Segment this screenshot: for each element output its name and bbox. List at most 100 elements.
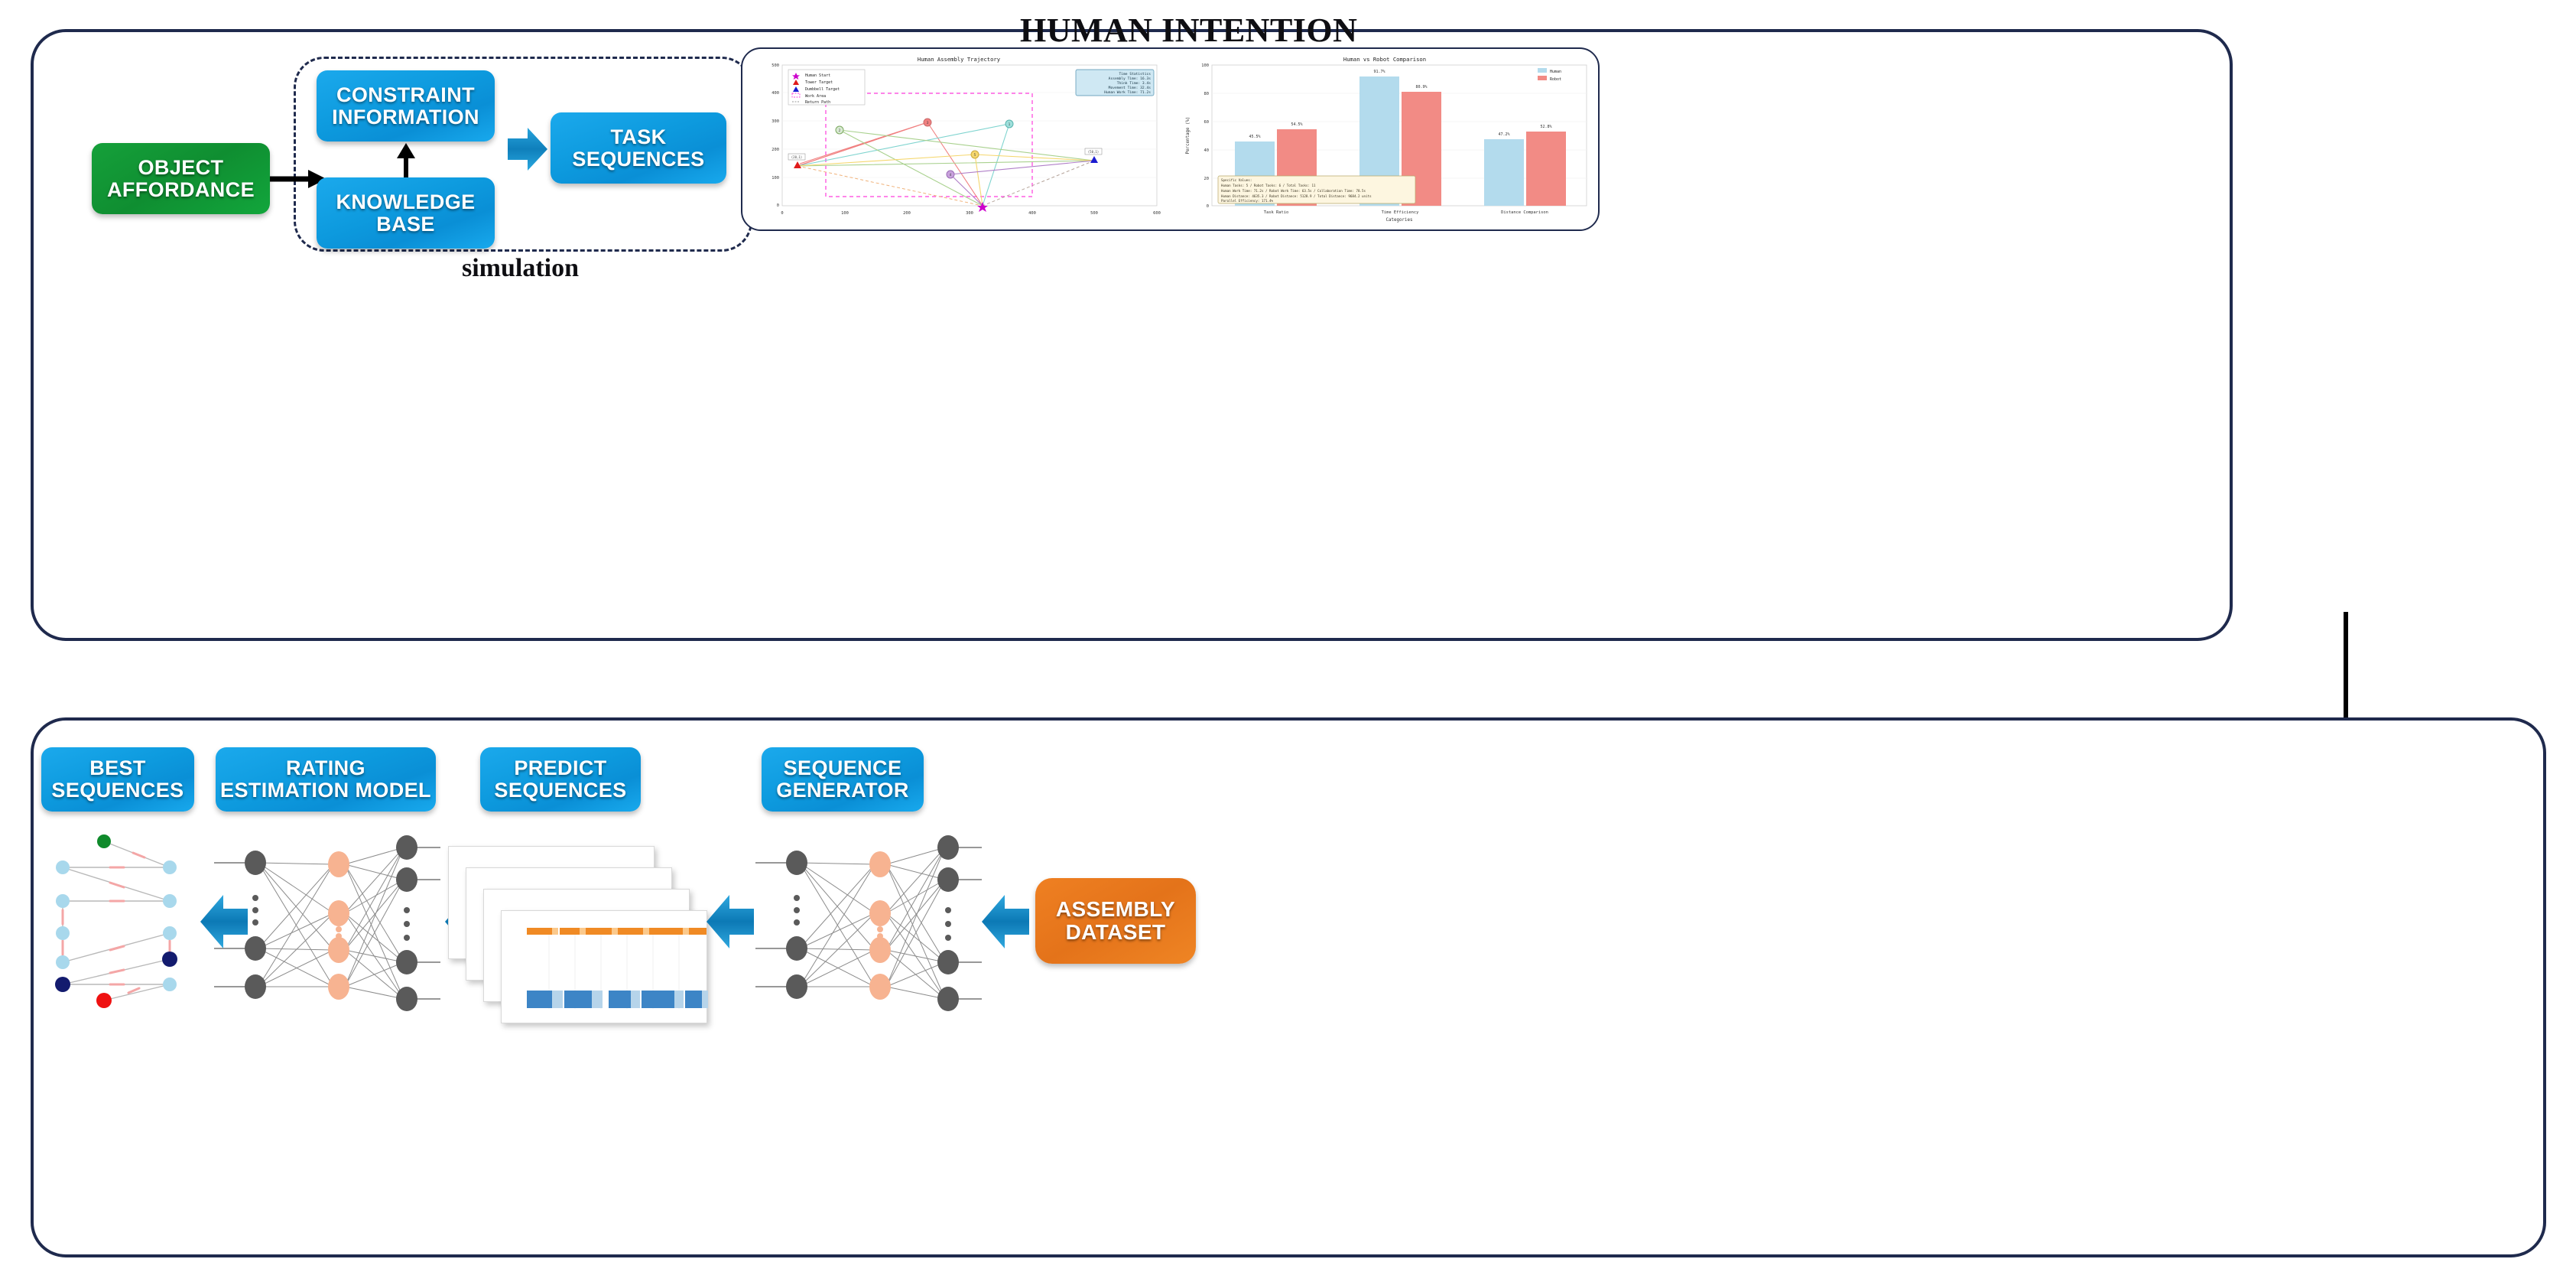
- svg-text:80: 80: [1204, 92, 1210, 96]
- svg-text:91.7%: 91.7%: [1373, 70, 1385, 74]
- svg-text:500: 500: [1090, 211, 1098, 216]
- simulation-panel: OBJECT AFFORDANCE CONSTRAINT INFORMATION…: [31, 11, 2233, 641]
- svg-text:0: 0: [777, 203, 779, 208]
- simulation-caption: simulation: [462, 254, 580, 282]
- human-assembly-trajectory-chart: Human Assembly Trajectory 500 400 300 20…: [746, 51, 1172, 229]
- node-best-line2: SEQUENCES: [51, 779, 184, 802]
- node-constraint-line1: CONSTRAINT: [336, 83, 475, 106]
- svg-text:80.9%: 80.9%: [1415, 85, 1427, 89]
- best-sequences-graph: [55, 834, 177, 1008]
- svg-text:Tower Target: Tower Target: [805, 80, 833, 85]
- node-dataset-line2: DATASET: [1065, 920, 1166, 944]
- svg-text:Human Start: Human Start: [805, 73, 830, 78]
- svg-text:5: 5: [974, 153, 976, 158]
- svg-text:300: 300: [966, 211, 973, 216]
- node-predict-line1: PREDICT: [514, 756, 607, 780]
- svg-text:500: 500: [772, 63, 779, 68]
- svg-text:Categories: Categories: [1386, 218, 1413, 223]
- node-predict-sequences[interactable]: PREDICT SEQUENCES: [480, 747, 641, 812]
- svg-text:400: 400: [772, 91, 779, 96]
- svg-text:(20,1): (20,1): [791, 155, 802, 159]
- arrow-rating-to-best: [200, 895, 248, 948]
- arrow-generator-to-predict: [707, 895, 754, 948]
- node-best-sequences[interactable]: BEST SEQUENCES: [41, 747, 194, 812]
- node-seqgen-line2: GENERATOR: [776, 779, 909, 802]
- node-constraint-line2: INFORMATION: [332, 105, 479, 128]
- svg-text:45.5%: 45.5%: [1249, 135, 1260, 139]
- svg-text:Time Statistics: Time Statistics: [1119, 72, 1152, 76]
- svg-text:0: 0: [781, 211, 783, 216]
- predict-sequence-card-front[interactable]: [501, 910, 708, 1023]
- svg-text:0: 0: [1207, 204, 1209, 209]
- svg-text:100: 100: [772, 176, 779, 181]
- svg-text:1: 1: [1009, 122, 1011, 127]
- node-constraint-information[interactable]: CONSTRAINT INFORMATION: [317, 70, 495, 142]
- svg-text:Movement Time: 32.4s: Movement Time: 32.4s: [1109, 86, 1152, 90]
- svg-text:4: 4: [950, 173, 952, 177]
- rating-estimation-neural-network: [214, 835, 440, 1011]
- node-object-affordance-line2: AFFORDANCE: [107, 177, 255, 201]
- svg-text:Human Work Time: 71.2s / Robot: Human Work Time: 71.2s / Robot Work Time…: [1221, 189, 1366, 193]
- node-dataset-line1: ASSEMBLY: [1055, 897, 1176, 922]
- predict-sequence-gantt: [527, 928, 708, 1009]
- svg-text:20: 20: [1204, 177, 1210, 181]
- node-knowledge-line1: KNOWLEDGE: [336, 190, 476, 213]
- node-predict-line2: SEQUENCES: [494, 779, 627, 802]
- node-rating-line1: RATING: [286, 756, 365, 780]
- svg-text:Return Path: Return Path: [805, 100, 830, 105]
- node-object-affordance-line1: OBJECT: [138, 155, 224, 179]
- learning-pipeline-panel: BEST SEQUENCES: [31, 717, 2546, 1257]
- svg-text:100: 100: [1201, 63, 1209, 68]
- node-task-sequences[interactable]: TASK SEQUENCES: [551, 112, 726, 184]
- node-best-line1: BEST: [89, 756, 146, 780]
- svg-text:600: 600: [1153, 211, 1161, 216]
- node-knowledge-line2: BASE: [376, 212, 435, 236]
- arrow-knowledge-to-constraint: [397, 143, 415, 178]
- node-task-line1: TASK: [610, 125, 667, 148]
- node-task-line2: SEQUENCES: [572, 147, 705, 171]
- sequence-generator-neural-network: [755, 835, 982, 1011]
- svg-text:Robot: Robot: [1550, 77, 1561, 82]
- node-rating-estimation-model[interactable]: RATING ESTIMATION MODEL: [216, 747, 436, 812]
- svg-text:Time Efficiency: Time Efficiency: [1382, 210, 1419, 215]
- svg-text:Assembly Time: 16.3s: Assembly Time: 16.3s: [1109, 76, 1152, 81]
- svg-text:300: 300: [772, 119, 779, 124]
- svg-text:Human Distance: 4635.3 / Robot: Human Distance: 4635.3 / Robot Distance:…: [1221, 194, 1372, 198]
- node-seqgen-line1: SEQUENCE: [783, 756, 902, 780]
- svg-text:200: 200: [903, 211, 911, 216]
- svg-text:200: 200: [772, 148, 779, 152]
- arrow-dataset-to-generator: [982, 895, 1029, 948]
- node-sequence-generator[interactable]: SEQUENCE GENERATOR: [762, 747, 924, 812]
- node-object-affordance[interactable]: OBJECT AFFORDANCE: [92, 143, 270, 214]
- svg-text:(50,1): (50,1): [1088, 150, 1099, 154]
- svg-text:Distance Comparison: Distance Comparison: [1501, 210, 1548, 215]
- svg-text:Human Work Time: 71.2s: Human Work Time: 71.2s: [1104, 90, 1151, 95]
- svg-text:2: 2: [839, 128, 841, 133]
- node-rating-line2: ESTIMATION MODEL: [220, 779, 431, 802]
- svg-text:Dumbbell Target: Dumbbell Target: [805, 87, 840, 92]
- arrow-affordance-to-knowledge: [270, 170, 326, 188]
- svg-text:Human Tasks: 5 / Robot Tasks:: Human Tasks: 5 / Robot Tasks: 6 / Total …: [1221, 184, 1316, 187]
- svg-text:100: 100: [841, 211, 849, 216]
- node-knowledge-base[interactable]: KNOWLEDGE BASE: [317, 177, 495, 249]
- svg-text:Human: Human: [1550, 70, 1561, 74]
- svg-text:Specific Values:: Specific Values:: [1221, 178, 1252, 182]
- svg-text:52.8%: 52.8%: [1540, 125, 1551, 129]
- svg-text:400: 400: [1028, 211, 1036, 216]
- arrow-knowledge-to-task-sequences: [508, 128, 547, 171]
- svg-text:54.5%: 54.5%: [1291, 122, 1302, 127]
- svg-text:3: 3: [927, 121, 929, 125]
- svg-text:Work Area: Work Area: [805, 94, 826, 99]
- svg-text:40: 40: [1204, 148, 1210, 153]
- svg-text:Human vs Robot Comparison: Human vs Robot Comparison: [1343, 56, 1426, 63]
- svg-text:Percentage (%): Percentage (%): [1186, 117, 1191, 155]
- svg-text:Think Time: 3.4s: Think Time: 3.4s: [1117, 81, 1151, 86]
- human-intention-chart-pane: Human Assembly Trajectory 500 400 300 20…: [741, 47, 1600, 231]
- svg-text:47.2%: 47.2%: [1498, 132, 1509, 137]
- svg-text:Parallel Efficiency: 171.4%: Parallel Efficiency: 171.4%: [1221, 199, 1274, 203]
- node-assembly-dataset[interactable]: ASSEMBLY DATASET: [1035, 878, 1196, 964]
- human-intention-title: HUMAN INTENTION: [1020, 11, 1358, 49]
- svg-text:Human Assembly Trajectory: Human Assembly Trajectory: [918, 56, 1001, 63]
- svg-text:60: 60: [1204, 120, 1210, 125]
